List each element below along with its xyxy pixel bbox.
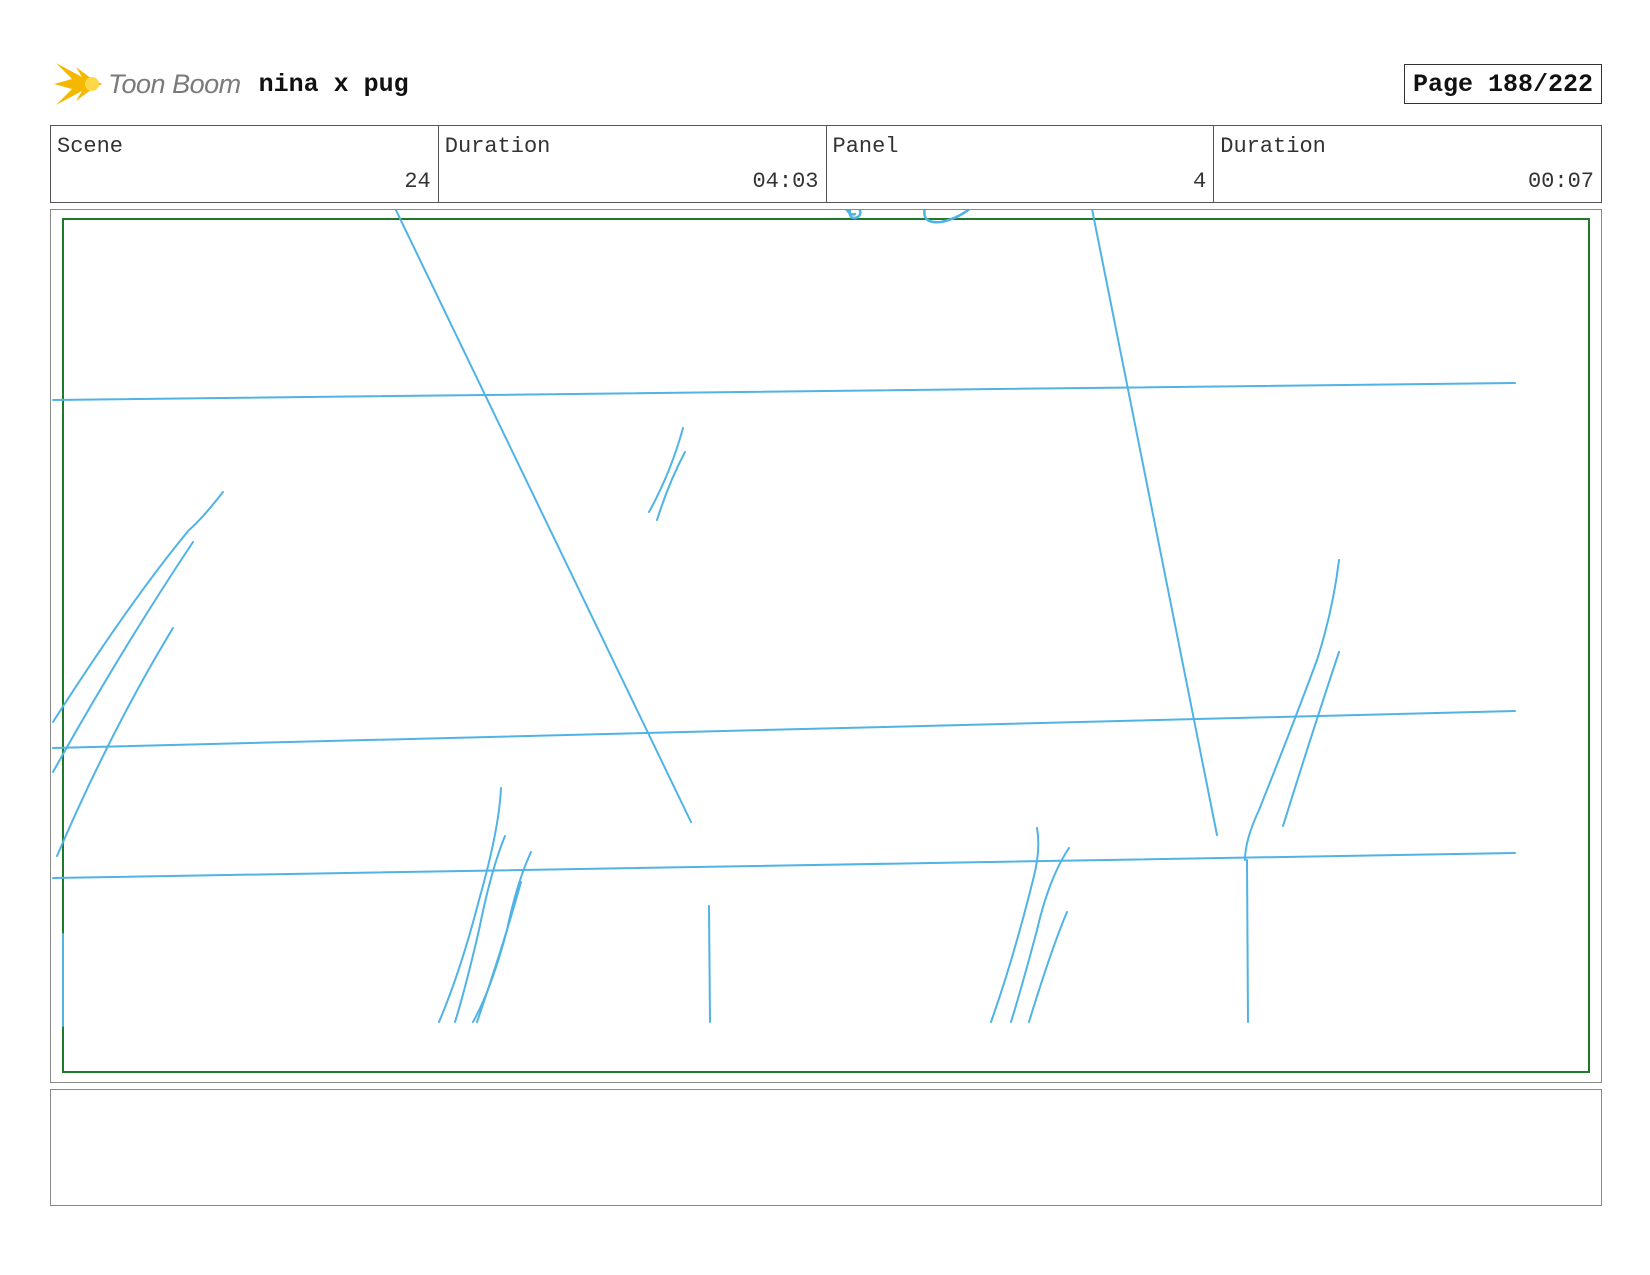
sketch-diagonal-line <box>1091 210 1218 836</box>
sketch-stroke <box>990 827 1040 1023</box>
toon-boom-logo: Toon Boom nina x pug <box>52 58 409 110</box>
panel-info-row: Scene 24 Duration 04:03 Panel 4 Duration… <box>50 125 1602 203</box>
panel-duration-cell: Duration 00:07 <box>1214 126 1601 202</box>
scene-duration-label: Duration <box>444 134 551 159</box>
panel-duration-value: 00:07 <box>1527 169 1594 194</box>
sketch-stroke <box>1010 847 1070 1023</box>
safe-area-frame <box>62 218 1590 1073</box>
panel-duration-label: Duration <box>1220 134 1326 159</box>
sketch-stroke <box>476 881 522 1023</box>
toon-boom-star-icon <box>54 63 102 105</box>
sketch-stroke <box>1028 911 1068 1023</box>
sketch-stroke <box>52 491 224 723</box>
sketch-mark <box>845 210 862 220</box>
sketch-stroke <box>656 451 686 521</box>
scene-duration-cell: Duration 04:03 <box>439 126 827 202</box>
panel-value: 4 <box>1193 169 1207 194</box>
sketch-mark <box>923 210 971 224</box>
sketch-stroke <box>1246 859 1249 1023</box>
sketch-diagonal-line <box>394 210 692 823</box>
sketch-horizon-line <box>52 382 1516 401</box>
sketch-horizon-line <box>52 852 1516 879</box>
notes-box[interactable] <box>50 1089 1602 1206</box>
sketch-stroke <box>52 541 194 773</box>
scene-label: Scene <box>57 134 124 159</box>
scene-cell: Scene 24 <box>51 126 439 202</box>
scene-duration-value: 04:03 <box>752 169 819 194</box>
sketch-stroke <box>438 787 502 1023</box>
sketch-stroke <box>648 427 684 513</box>
sketch-stroke <box>1244 559 1340 861</box>
page-number: Page 188/222 <box>1403 64 1602 104</box>
sketch-stroke <box>472 851 532 1023</box>
panel-label: Panel <box>832 134 899 159</box>
scene-value: 24 <box>404 169 431 194</box>
page-header: Toon Boom nina x pug Page 188/222 <box>52 58 1602 110</box>
panel-sketch <box>52 210 1516 1027</box>
sketch-horizon-line <box>52 710 1516 749</box>
panel-cell: Panel 4 <box>827 126 1215 202</box>
sketch-stroke <box>708 905 711 1023</box>
sketch-stroke <box>56 627 174 857</box>
project-title: nina x pug <box>258 69 409 99</box>
sketch-stroke <box>454 835 506 1023</box>
storyboard-panel <box>50 209 1602 1083</box>
sketch-stroke <box>1282 651 1340 827</box>
logo-text: Toon Boom <box>108 68 241 99</box>
